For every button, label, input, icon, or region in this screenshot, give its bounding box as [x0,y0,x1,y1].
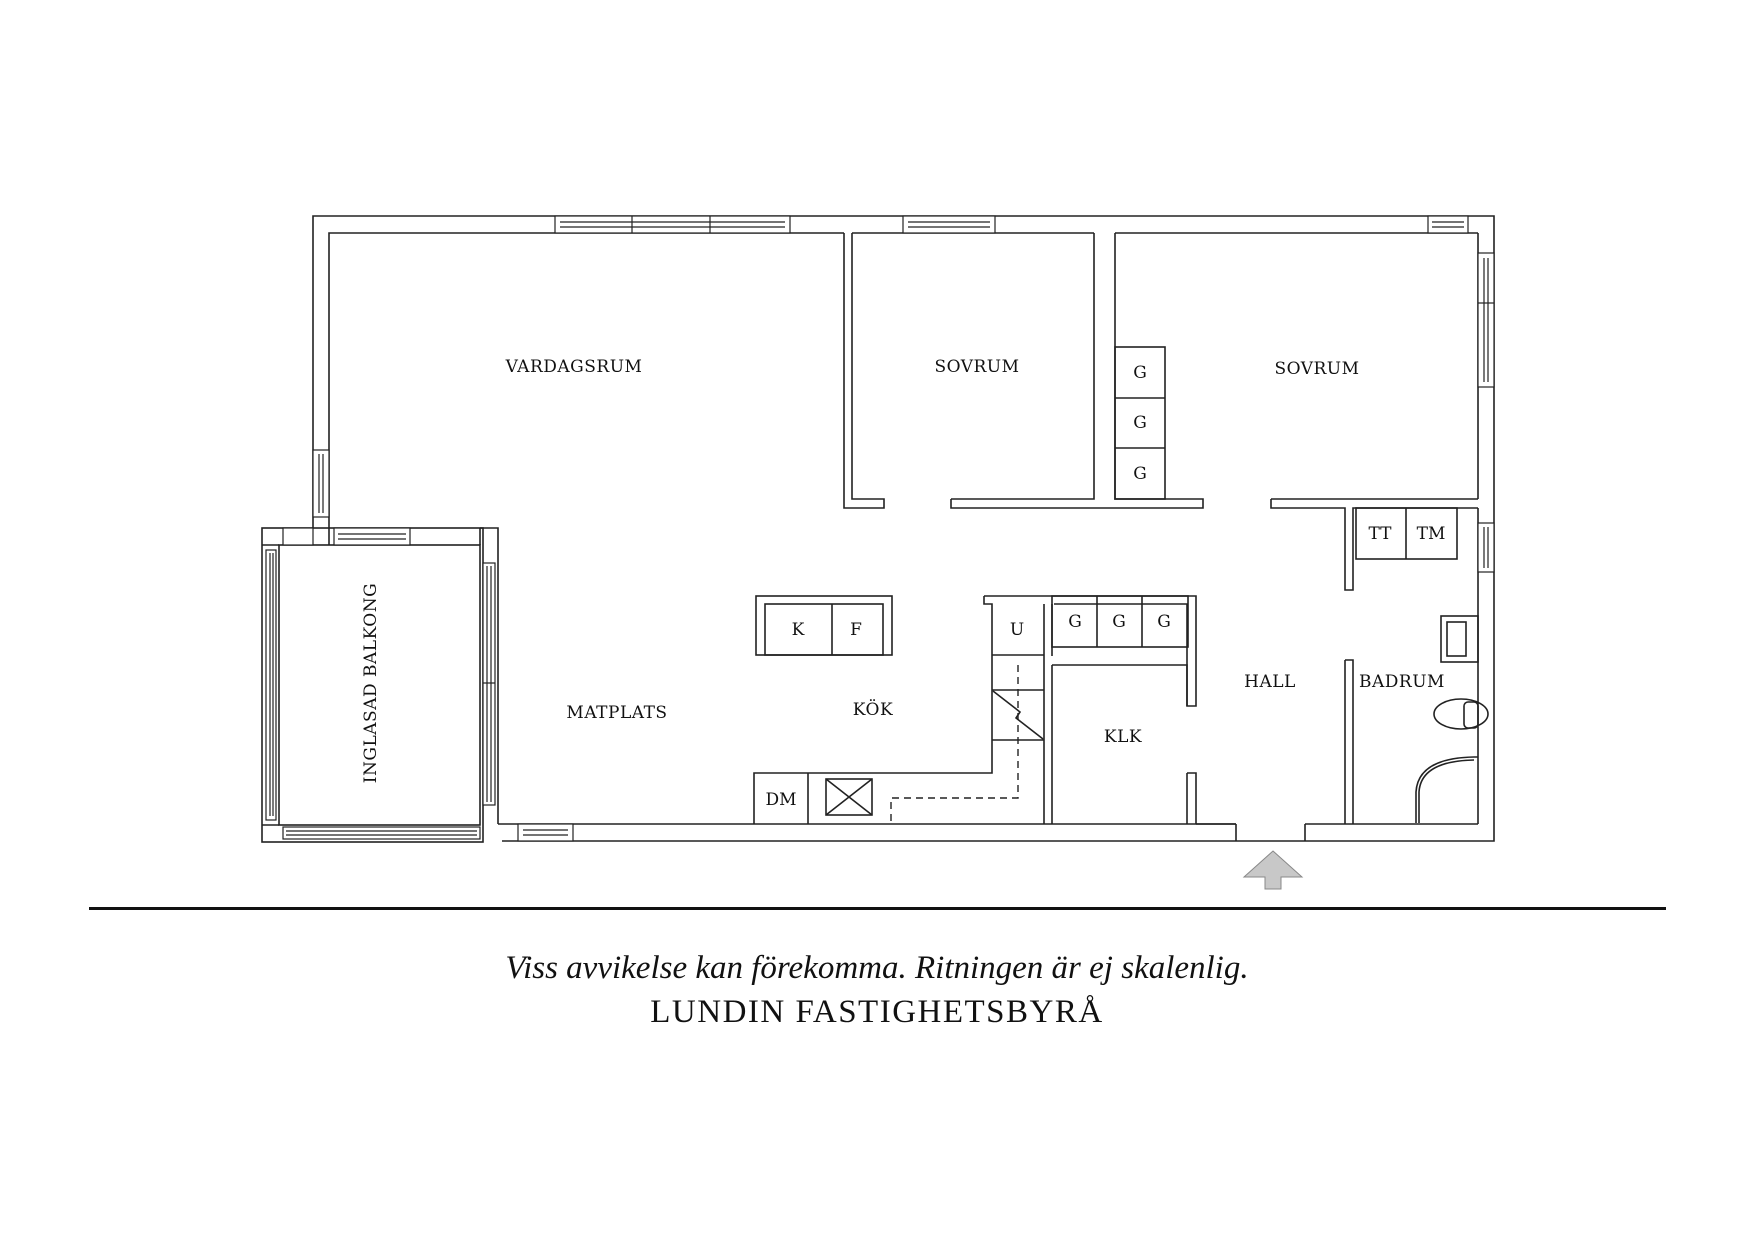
wardrobe-label: G [1068,612,1082,632]
room-label-kok: KÖK [853,699,893,720]
room-label-sovrum-2: SOVRUM [1274,359,1359,379]
room-label-vardagsrum: VARDAGSRUM [505,357,643,377]
wardrobe-stack [1114,346,1166,500]
disclaimer-text: Viss avvikelse kan förekomma. Ritningen … [505,950,1249,986]
interior-walls [753,233,1478,825]
room-label-sovrum-1: SOVRUM [934,357,1019,377]
room-label-badrum: BADRUM [1359,672,1445,692]
entrance-arrow-icon [1242,850,1304,890]
fixtures [755,346,1489,824]
oven-unit-label: U [1010,620,1024,640]
brand-name: LUNDIN FASTIGHETSBYRÅ [650,994,1104,1030]
wardrobe-label: G [1112,612,1126,632]
wardrobe-label: G [1133,413,1147,433]
stove-label: K [792,620,805,640]
windows [265,215,1495,842]
stair-path [890,665,1019,824]
room-label-hall: HALL [1244,672,1296,692]
fridge-label: F [850,620,862,640]
washer-label: TM [1417,524,1446,544]
wardrobe-label: G [1133,363,1147,383]
wardrobe-label: G [1133,464,1147,484]
dryer-label: TT [1369,524,1393,544]
dishwasher-label: DM [765,790,796,810]
room-label-matplats: MATPLATS [566,703,667,723]
footer-divider [89,907,1666,910]
wardrobe-label: G [1157,612,1171,632]
room-label-inglasad-balkong: INGLASAD BALKONG [361,583,381,783]
room-label-klk: KLK [1104,727,1142,747]
